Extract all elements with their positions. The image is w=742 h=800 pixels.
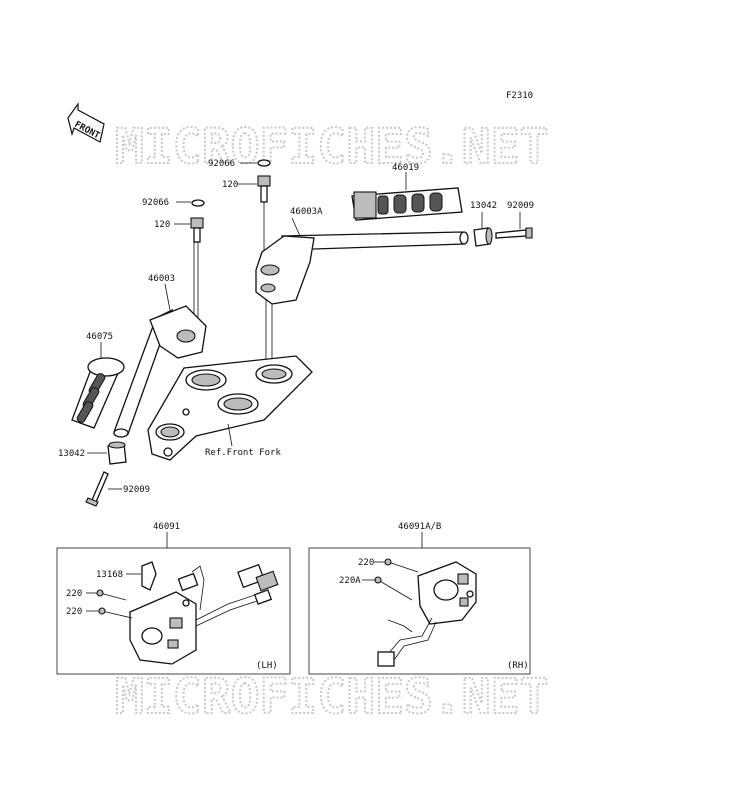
bar-end-13042-right	[473, 227, 493, 247]
label-92066-upper: 92066	[208, 159, 235, 169]
rh-switch-frame	[308, 547, 531, 675]
label-92009-right: 92009	[507, 201, 534, 211]
front-arrow-icon: FRONT	[67, 102, 105, 143]
screw-220-rh	[384, 558, 419, 573]
label-46003: 46003	[148, 274, 175, 284]
label-lh: (LH)	[256, 661, 278, 671]
label-46003A: 46003A	[290, 207, 323, 217]
label-220-rh: 220	[358, 558, 374, 568]
rh-switch-housing	[417, 561, 477, 625]
label-46091AB: 46091A/B	[398, 522, 441, 532]
lh-switch-frame	[56, 547, 291, 675]
clip-13168	[141, 561, 157, 591]
grip-46075	[71, 357, 125, 429]
rh-switch-wiring	[377, 617, 437, 667]
washer-92066-lower	[191, 199, 205, 207]
label-46091: 46091	[153, 522, 180, 532]
bolt-120-lower	[190, 217, 204, 243]
screw-220A-rh	[374, 576, 413, 601]
lh-switch-housing	[129, 591, 197, 665]
bolt-92009-left	[85, 471, 109, 507]
label-rh: (RH)	[507, 661, 529, 671]
watermark-bottom: MICROFICHES.NET	[115, 669, 548, 725]
washer-92066-upper	[257, 159, 271, 167]
screw-220-lh-a	[96, 589, 127, 601]
handlebar-46003	[113, 305, 207, 438]
label-ref-front-fork: Ref.Front Fork	[205, 448, 281, 458]
label-13042-right: 13042	[470, 201, 497, 211]
watermark-top: MICROFICHES.NET	[115, 119, 548, 175]
label-92066-lower: 92066	[142, 198, 169, 208]
label-92009-left: 92009	[123, 485, 150, 495]
label-120-lower: 120	[154, 220, 170, 230]
label-13042-left: 13042	[58, 449, 85, 459]
label-13168: 13168	[96, 570, 123, 580]
label-46075: 46075	[86, 332, 113, 342]
triple-clamp-front-fork	[147, 355, 313, 461]
bar-end-13042-left	[107, 441, 127, 465]
screw-220-lh-b	[98, 607, 133, 619]
handlebar-46003A	[255, 231, 469, 305]
figure-code: F2310	[506, 91, 533, 101]
bolt-120-upper	[257, 175, 271, 203]
lh-switch-wiring	[177, 563, 279, 627]
label-120-upper: 120	[222, 180, 238, 190]
label-220-lh-a: 220	[66, 589, 82, 599]
grip-46019	[351, 187, 463, 221]
bolt-92009-right	[495, 227, 533, 239]
label-220A: 220A	[339, 576, 361, 586]
label-46019: 46019	[392, 163, 419, 173]
label-220-lh-b: 220	[66, 607, 82, 617]
